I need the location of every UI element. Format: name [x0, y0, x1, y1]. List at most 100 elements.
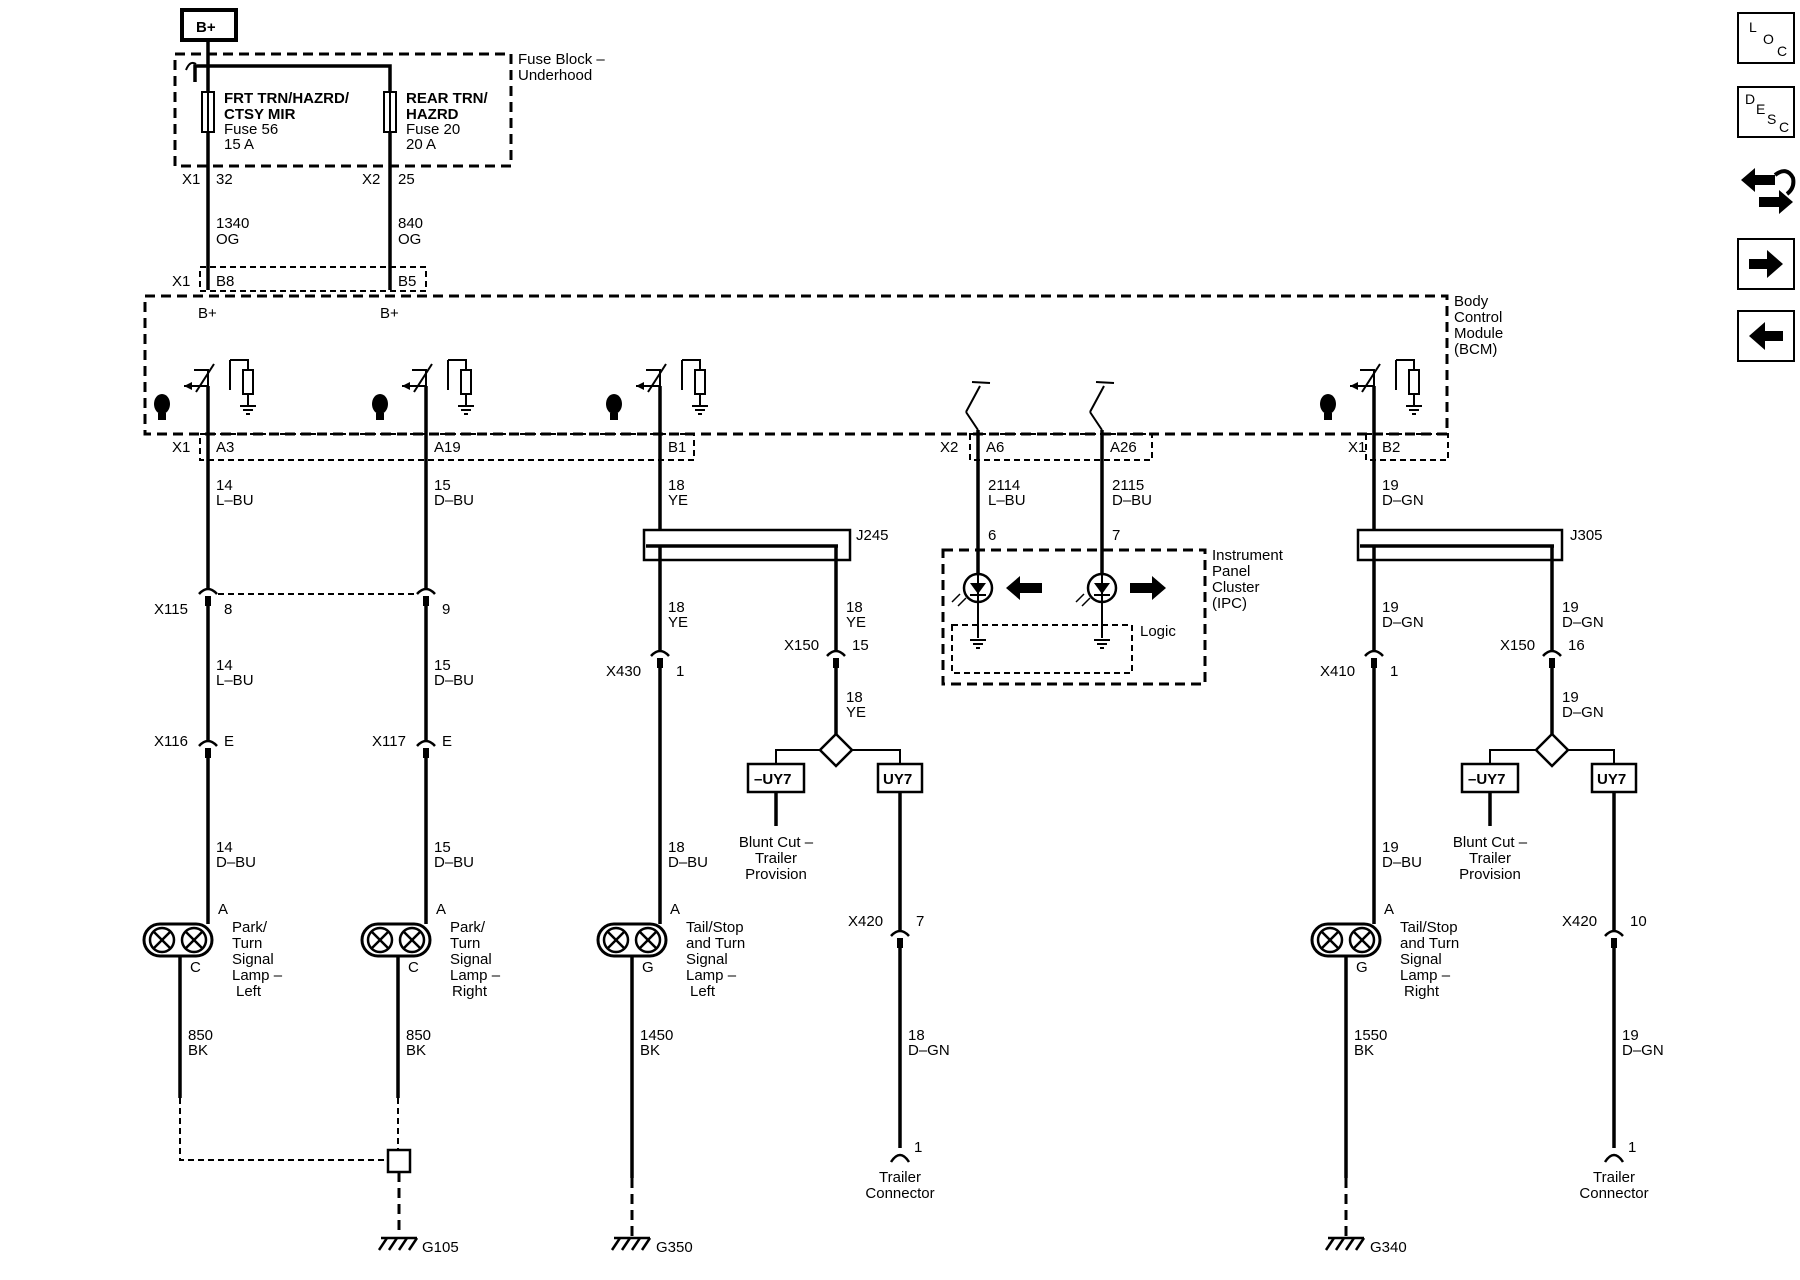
x420-left-label: X420	[848, 913, 883, 930]
x115-connector-icon	[197, 587, 219, 608]
ipc-wire-2115-number: 2115	[1112, 477, 1144, 494]
pin-b1: B1	[668, 439, 686, 456]
left-trailer-wire-2-number: 18	[846, 689, 863, 706]
splice-j245-label: J245	[856, 527, 889, 544]
right-tail-lamp-pin-g: G	[1356, 959, 1368, 976]
ground-g350-icon	[610, 1236, 652, 1252]
left-tail-lamp-label-2: and Turn	[686, 935, 745, 952]
left-tail-lamp-label-5: Left	[690, 983, 716, 1000]
x430-pin-1: 1	[676, 663, 684, 680]
left-park-wire-1-color: L–BU	[216, 492, 254, 509]
left-park-lamp-label-2: Turn	[232, 935, 262, 952]
x150-right-label: X150	[1500, 637, 1535, 654]
option-selector-right-icon	[1534, 732, 1570, 768]
ground-g340-icon	[1324, 1236, 1366, 1252]
wire-840-number: 840	[398, 215, 423, 232]
next-page-button[interactable]	[1737, 238, 1795, 290]
left-tail-lamp-pin-a: A	[670, 901, 680, 918]
x115-pin-8: 8	[224, 601, 232, 618]
right-park-wire-3-color: D–BU	[434, 854, 474, 871]
connector-end-view-button[interactable]	[1737, 158, 1797, 224]
pin-a6: A6	[986, 439, 1004, 456]
right-tail-lamp-label-5: Right	[1404, 983, 1440, 1000]
wire-1340-number: 1340	[216, 215, 249, 232]
fuse-block-title-2: Underhood	[518, 67, 592, 84]
svg-text:C: C	[1779, 119, 1789, 135]
fuse-block-title: Fuse Block –	[518, 51, 605, 68]
location-button[interactable]: L O C	[1737, 12, 1795, 64]
x116-connector-icon	[197, 739, 219, 760]
x117-connector-icon	[415, 739, 437, 760]
park-turn-lamp-right-icon	[360, 922, 432, 958]
fuse-56-label-4: 15 A	[224, 136, 254, 153]
bcm-title-4: (BCM)	[1454, 341, 1497, 358]
pin-a26: A26	[1110, 439, 1137, 456]
left-blunt-cut-label-1: Blunt Cut –	[739, 834, 814, 851]
fuse-20-label-1: REAR TRN/	[406, 90, 488, 107]
right-trailer-wire-3-color: D–GN	[1622, 1042, 1664, 1059]
left-park-lamp-pin-c: C	[190, 959, 201, 976]
next-page-arrow-icon	[1749, 250, 1783, 278]
right-park-lamp-label-1: Park/	[450, 919, 486, 936]
right-trailer-wire-3-number: 19	[1622, 1027, 1639, 1044]
left-turn-indicator-led-icon	[950, 572, 994, 608]
right-tail-wire-1-number: 19	[1382, 477, 1399, 494]
previous-page-button[interactable]	[1737, 310, 1795, 362]
option-no-uy7-left	[746, 762, 806, 794]
left-park-ground-wire-number: 850	[188, 1027, 213, 1044]
bcm-output-connector-x1-right	[1365, 433, 1449, 461]
right-trailer-wire-2-color: D–GN	[1562, 704, 1604, 721]
pin-b2: B2	[1382, 439, 1400, 456]
right-park-lamp-label-5: Right	[452, 983, 488, 1000]
x430-label: X430	[606, 663, 641, 680]
description-button[interactable]: D E S C	[1737, 86, 1795, 138]
left-trailer-wire-3-color: D–GN	[908, 1042, 950, 1059]
trailer-connector-left-label-1: Trailer	[879, 1169, 921, 1186]
left-blunt-cut-label-3: Provision	[745, 866, 807, 883]
bcm-b8-power-label: B+	[198, 305, 217, 322]
body-control-module	[143, 294, 1449, 436]
option-no-uy7-right-label: –UY7	[1468, 771, 1506, 788]
left-park-lamp-label-5: Left	[236, 983, 262, 1000]
tail-stop-turn-lamp-right-icon	[1310, 922, 1382, 958]
bcm-driver-b2	[1320, 359, 1423, 420]
x420-pin-10: 10	[1630, 913, 1647, 930]
left-park-lamp-label-4: Lamp –	[232, 967, 283, 984]
fuse-56-pin: 32	[216, 171, 233, 188]
x115-pin-9: 9	[442, 601, 450, 618]
x430-connector-icon	[649, 649, 671, 670]
right-park-wire-1-number: 15	[434, 477, 451, 494]
option-uy7-left-label: UY7	[883, 771, 912, 788]
fuse-20-icon	[383, 91, 397, 133]
ground-splice-g105	[386, 1148, 412, 1174]
lamp-output-icon	[606, 394, 622, 420]
fuse-56-icon	[201, 91, 215, 133]
ipc-title-4: (IPC)	[1212, 595, 1247, 612]
x150-pin-16: 16	[1568, 637, 1585, 654]
left-park-ground-wire-color: BK	[188, 1042, 208, 1059]
x115-label: X115	[154, 601, 188, 618]
bcm-title-2: Control	[1454, 309, 1502, 326]
ipc-logic-block	[951, 624, 1133, 674]
x410-label: X410	[1320, 663, 1355, 680]
lamp-output-icon	[1320, 394, 1336, 420]
trailer-connector-right-pin-1: 1	[1628, 1139, 1636, 1156]
trailer-connector-left-icon	[889, 1153, 911, 1163]
left-tail-ground-wire-number: 1450	[640, 1027, 673, 1044]
left-park-wire-2-color: L–BU	[216, 672, 254, 689]
bcm-title-3: Module	[1454, 325, 1503, 342]
x150-pin-15: 15	[852, 637, 869, 654]
right-arrow-indicator-icon	[1130, 576, 1166, 600]
left-blunt-cut-label-2: Trailer	[755, 850, 797, 867]
bcm-pin-b8: B8	[216, 273, 234, 290]
option-uy7-left	[876, 762, 924, 794]
wire-1340-color: OG	[216, 231, 239, 248]
x150-right-connector-icon	[1541, 649, 1563, 670]
bcm-input-connector	[199, 266, 427, 292]
x1-right-label: X1	[1348, 439, 1366, 456]
right-park-wire-2-color: D–BU	[434, 672, 474, 689]
right-park-lamp-pin-a: A	[436, 901, 446, 918]
fuse-56-connector: X1	[182, 171, 200, 188]
x420-right-connector-icon	[1603, 929, 1625, 950]
left-park-wire-3-color: D–BU	[216, 854, 256, 871]
